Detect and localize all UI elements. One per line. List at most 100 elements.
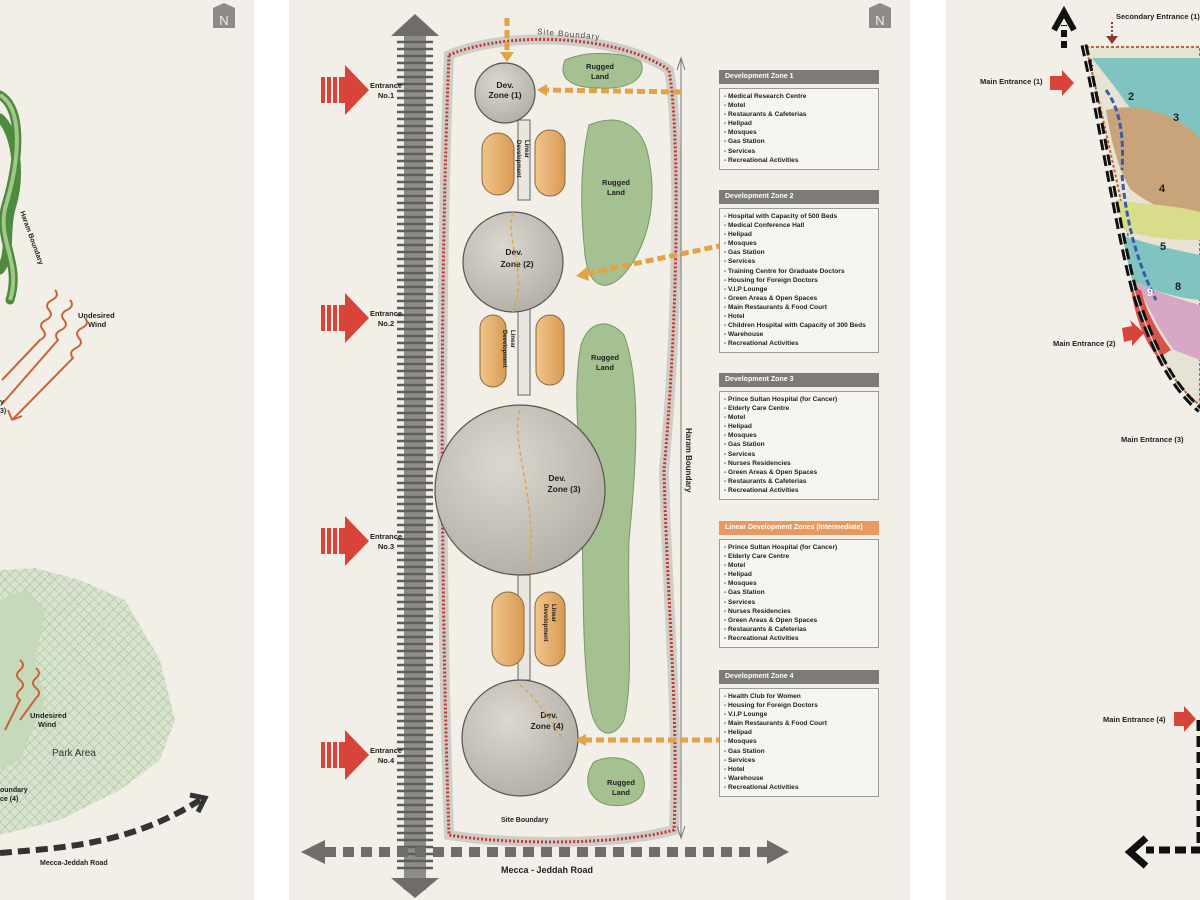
plot-number-8: 8 — [1175, 281, 1181, 293]
rugged-land-label-1b: Land — [591, 72, 609, 81]
legend-item: - Recreational Activities — [724, 486, 799, 494]
north-arrow-icon: N — [869, 3, 891, 28]
entrance-2-arrow-icon — [321, 293, 369, 343]
legend-item: - Recreational Activities — [724, 634, 799, 642]
entrance-3-arrow-icon — [321, 516, 369, 566]
legend-item: - Restaurants & Cafeterias — [724, 477, 807, 485]
zone-2-label-a: Dev. — [505, 247, 522, 257]
zone-1-label-a: Dev. — [496, 80, 513, 90]
legend-item: - Training Centre for Graduate Doctors — [724, 267, 845, 275]
rugged-land-label-2b: Land — [607, 188, 625, 197]
cut-label-2a: oundary — [0, 787, 28, 794]
rugged-land-label-3a: Rugged — [591, 353, 619, 362]
left-site-analysis-panel: N Haram Boundary Undesired Wind y 3) — [0, 0, 254, 900]
haram-boundary-label: Haram Boundary — [684, 428, 693, 493]
entrance-2-label-a: Entrance — [370, 309, 402, 318]
legend-item: - Hotel — [724, 313, 745, 321]
plot-number-9: 9 — [1147, 287, 1153, 299]
access-arrows — [504, 18, 725, 743]
linear-development-capsules — [479, 129, 566, 667]
legend-item: - Main Restaurants & Food Court — [724, 303, 827, 311]
legend-item: - Services — [724, 258, 756, 266]
horizontal-road — [301, 840, 789, 864]
undesired-wind-label-1b: Wind — [88, 320, 107, 329]
rugged-land-label-4b: Land — [612, 788, 630, 797]
legend-item: - Services — [724, 598, 756, 606]
undesired-wind-label-2b: Wind — [38, 720, 57, 729]
legend-item: - Green Areas & Open Spaces — [724, 468, 818, 476]
legend-item: - Gas Station — [724, 138, 765, 146]
legend-item: - Helipad — [724, 231, 752, 239]
legend-item: - Recreational Activities — [724, 340, 799, 348]
legend-item: - Gas Station — [724, 249, 765, 257]
road-label-left: Mecca-Jeddah Road — [40, 860, 108, 867]
haram-boundary-label: Haram Boundary — [18, 210, 44, 265]
north-label: N — [219, 13, 228, 28]
entrance-4-label-a: Entrance — [370, 746, 402, 755]
legend-item: - Motel — [724, 562, 746, 570]
entrance-4-arrow-icon — [321, 730, 369, 780]
legend-item: - Recreational Activities — [724, 783, 799, 791]
legend-title: Development Zone 2 — [719, 190, 879, 204]
legend-item: - Housing for Foreign Doctors — [724, 702, 818, 710]
entrance-3-label-a: Entrance — [370, 532, 402, 541]
rugged-land-label-3b: Land — [596, 363, 614, 372]
vertical-road — [391, 14, 439, 898]
legend-block-4: Linear Development Zones (Intermediate) -… — [719, 521, 879, 649]
rugged-land-label-1a: Rugged — [586, 62, 614, 71]
legend-item: - Prince Sultan Hospital (for Cancer) — [724, 396, 838, 403]
entrance-1-label-b: No.1 — [378, 91, 394, 100]
legend-title: Development Zone 4 — [719, 670, 879, 684]
linear-label-3a: Linear — [550, 604, 556, 623]
legend-item: - Prince Sultan Hospital (for Cancer) — [724, 544, 838, 551]
rugged-land-label-2a: Rugged — [602, 178, 630, 187]
park-area-label: Park Area — [52, 748, 96, 759]
internal-routes — [510, 211, 565, 741]
main-entrance-3-label: Main Entrance (3) — [1121, 435, 1184, 444]
legend-item: - Medical Conference Hall — [724, 222, 805, 230]
legend-item: - Gas Station — [724, 589, 765, 597]
legend-item: - Helipad — [724, 423, 752, 431]
main-entrance-2-arrow-icon — [1122, 320, 1144, 346]
secondary-entrance-label: Secondary Entrance (1) — [1116, 12, 1200, 21]
development-zones — [434, 62, 606, 797]
legend-item: - Mosques — [724, 738, 757, 746]
zone-4-label-a: Dev. — [540, 710, 557, 720]
legend-item: - Mosques — [724, 240, 757, 248]
undesired-wind-label-2a: Undesired — [30, 711, 67, 720]
legend-item: - Children Hospital with Capacity of 300… — [724, 322, 866, 330]
site-boundary-line — [440, 37, 678, 844]
legend-title: Linear Development Zones (Intermediate) — [719, 521, 879, 535]
plot-number-3: 3 — [1173, 112, 1179, 124]
legend-item: - Main Restaurants & Food Court — [724, 720, 827, 728]
legend-item: - Hotel — [724, 765, 745, 773]
legend-item: - Helipad — [724, 120, 752, 128]
main-entrance-2-label: Main Entrance (2) — [1053, 339, 1116, 348]
legend-item: - Warehouse — [724, 331, 764, 339]
road-line-left — [0, 797, 202, 856]
north-road-arrow-icon — [1051, 5, 1077, 32]
legend-item: - Motel — [724, 414, 746, 422]
road-label: Mecca - Jeddah Road — [501, 865, 593, 875]
linear-connectors — [517, 119, 531, 681]
zone-3-label-b: Zone (3) — [547, 484, 580, 494]
legend-item: - Gas Station — [724, 747, 765, 755]
zone-4-label-b: Zone (4) — [530, 721, 563, 731]
legend-item: - Medical Research Centre — [724, 93, 807, 100]
legend-item: - Restaurants & Cafeterias — [724, 625, 807, 633]
main-entrance-1-label: Main Entrance (1) — [980, 77, 1043, 86]
right-masterplan-panel: Secondary Entrance (1) 1 2 3 4 5 8 9 Mai… — [946, 0, 1200, 900]
cut-label-1b: 3) — [0, 408, 6, 415]
zone-1-label-b: Zone (1) — [488, 90, 521, 100]
north-label: N — [875, 13, 884, 28]
legend-item: - Motel — [724, 102, 746, 110]
legend-item: - Helipad — [724, 571, 752, 579]
cut-label-2b: ce (4) — [0, 796, 18, 803]
entrance-3-label-b: No.3 — [378, 542, 394, 551]
wind-arrows-2 — [4, 659, 40, 731]
entrance-1-label-a: Entrance — [370, 81, 402, 90]
legend-item: - Mosques — [724, 129, 757, 137]
legend-item: - Helipad — [724, 729, 752, 737]
legend-item: - Green Areas & Open Spaces — [724, 294, 818, 302]
wind-arrows-1 — [1, 289, 88, 421]
